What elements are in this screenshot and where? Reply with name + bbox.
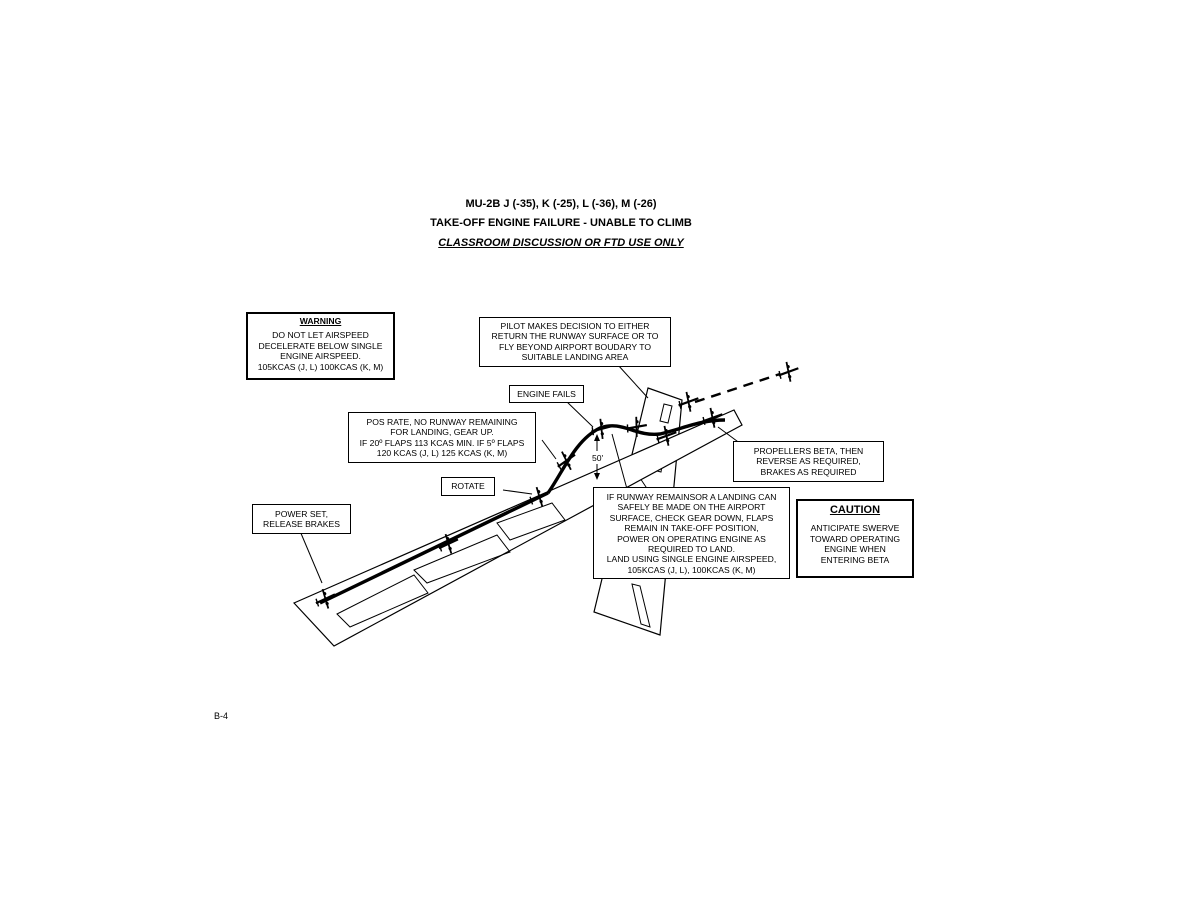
runway-remains-box: IF RUNWAY REMAINSOR A LANDING CAN SAFELY… <box>593 487 790 579</box>
runway-marking <box>336 574 429 628</box>
pos-rate-line: IF 20º FLAPS 113 KCAS MIN. IF 5º FLAPS <box>359 437 525 448</box>
rotate-box: ROTATE <box>441 477 495 496</box>
runway-remains-line: REMAIN IN TAKE-OFF POSITION, <box>624 523 759 534</box>
caution-line: ENTERING BETA <box>820 554 890 565</box>
runway-remains-line: SAFELY BE MADE ON THE AIRPORT <box>617 502 766 513</box>
engine-fails-label: ENGINE FAILS <box>517 389 576 399</box>
title-line-2: TAKE-OFF ENGINE FAILURE - UNABLE TO CLIM… <box>430 217 692 229</box>
page-number: B-4 <box>214 711 229 721</box>
pilot-decision-line: FLY BEYOND AIRPORT BOUDARY TO <box>498 341 652 352</box>
pos-rate-line: POS RATE, NO RUNWAY REMAINING <box>366 417 518 427</box>
runway-marking <box>496 502 566 541</box>
power-set-box: POWER SET, RELEASE BRAKES <box>252 504 351 534</box>
runway-remains-line: POWER ON OPERATING ENGINE AS <box>617 533 766 544</box>
pilot-decision-line: PILOT MAKES DECISION TO EITHER <box>500 321 650 331</box>
aircraft-icon <box>656 425 677 446</box>
runway-marking <box>413 534 511 584</box>
aircraft-icon <box>678 391 699 412</box>
rotate-label: ROTATE <box>451 481 485 491</box>
pos-rate-box: POS RATE, NO RUNWAY REMAINING FOR LANDIN… <box>348 412 536 463</box>
runway-remains-line: SURFACE, CHECK GEAR DOWN, FLAPS <box>609 512 774 523</box>
aircraft-icon <box>625 416 648 438</box>
warning-line: 105KCAS (J, L) 100KCAS (K, M) <box>257 361 384 372</box>
aircraft-icon <box>556 451 576 471</box>
aircraft-icon <box>591 418 612 440</box>
pilot-decision-line: RETURN THE RUNWAY SURFACE OR TO <box>491 331 659 342</box>
warning-heading: WARNING <box>299 316 342 326</box>
warning-line: DO NOT LET AIRSPEED <box>272 330 369 341</box>
climb-out-dashed-path <box>694 372 781 404</box>
propellers-box: PROPELLERS BETA, THEN REVERSE AS REQUIRE… <box>733 441 884 482</box>
warning-box: WARNING DO NOT LET AIRSPEED DECELERATE B… <box>246 312 395 380</box>
ground-roll-path <box>319 491 549 605</box>
runway-remains-line: REQUIRED TO LAND. <box>647 544 736 555</box>
propellers-line: REVERSE AS REQUIRED, <box>756 456 861 467</box>
caution-line: ANTICIPATE SWERVE <box>810 523 900 534</box>
main-runway <box>292 409 743 647</box>
caution-heading: CAUTION <box>829 504 881 516</box>
runway-remains-line: IF RUNWAY REMAINSOR A LANDING CAN <box>606 492 777 502</box>
crossing-runway-marking <box>631 583 651 628</box>
runway-remains-line: 105KCAS (J, L), 100KCAS (K, M) <box>627 564 756 575</box>
caution-line: ENGINE WHEN <box>824 544 886 555</box>
engine-fails-box: ENGINE FAILS <box>509 385 584 403</box>
aircraft-icon <box>778 361 799 382</box>
runway-remains-line: LAND USING SINGLE ENGINE AIRSPEED, <box>606 554 777 565</box>
aircraft-icon <box>702 407 723 428</box>
aircraft-icon <box>529 486 550 507</box>
warning-line: DECELERATE BELOW SINGLE <box>258 340 383 351</box>
propellers-line: PROPELLERS BETA, THEN <box>753 446 864 456</box>
crossing-runway-marking <box>659 403 673 424</box>
title-line-3: CLASSROOM DISCUSSION OR FTD USE ONLY <box>438 237 684 249</box>
pos-rate-line: FOR LANDING, GEAR UP. <box>390 427 494 438</box>
power-set-line: POWER SET, <box>274 509 328 519</box>
caution-box: CAUTION ANTICIPATE SWERVE TOWARD OPERATI… <box>796 499 914 578</box>
aircraft-icon <box>315 588 336 609</box>
pilot-decision-line: SUITABLE LANDING AREA <box>521 352 629 363</box>
aircraft-icon <box>438 533 459 554</box>
altitude-50ft-label: 50' <box>591 453 605 463</box>
pilot-decision-box: PILOT MAKES DECISION TO EITHER RETURN TH… <box>479 317 671 367</box>
power-set-line: RELEASE BRAKES <box>263 519 340 530</box>
caution-line: TOWARD OPERATING <box>809 533 901 544</box>
pos-rate-line: 120 KCAS (J, L) 125 KCAS (K, M) <box>376 448 508 459</box>
title-line-1: MU-2B J (-35), K (-25), L (-36), M (-26) <box>465 198 657 210</box>
propellers-line: BRAKES AS REQUIRED <box>760 466 857 477</box>
warning-line: ENGINE AIRSPEED. <box>280 351 361 362</box>
